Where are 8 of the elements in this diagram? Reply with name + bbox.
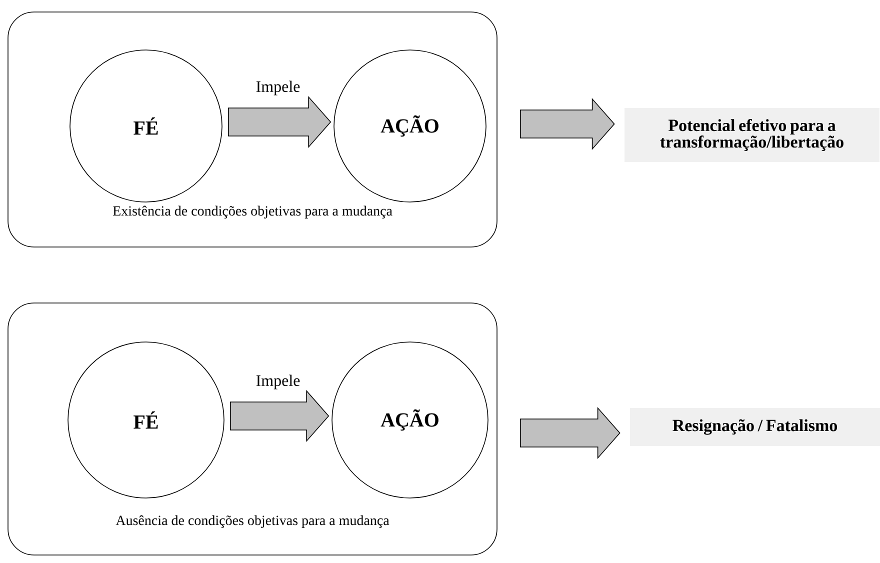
block-arrow [520, 406, 620, 460]
result-box: Resignação / Fatalismo [630, 408, 880, 446]
block-arrow [230, 390, 330, 442]
edge-label: Impele [256, 374, 300, 390]
block-arrow [228, 96, 332, 148]
block-arrow [520, 98, 615, 150]
result-box: Potencial efetivo para a transformação/libertação [624, 108, 880, 162]
edge-label: Impele [256, 80, 300, 96]
